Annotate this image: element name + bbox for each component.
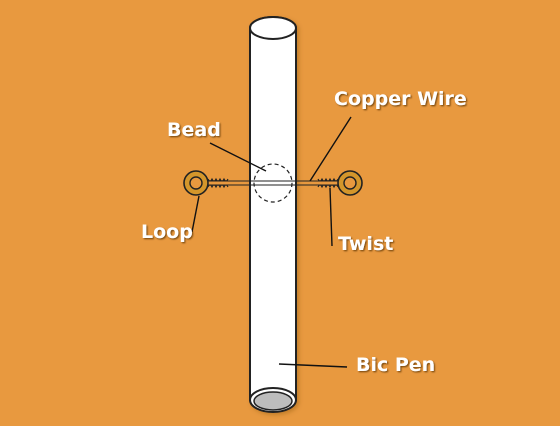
loop-leader <box>191 195 200 233</box>
bic-pen-label: Bic Pen <box>356 354 435 376</box>
bic-pen-leader <box>278 363 348 368</box>
left-twist-coil <box>207 177 229 189</box>
right-twist-coil <box>317 177 339 189</box>
copper-wire-leader <box>309 116 352 182</box>
copper-wire-label: Copper Wire <box>334 88 467 110</box>
pen-top-rim <box>249 16 297 40</box>
leader-lines <box>191 116 352 368</box>
bead-label: Bead <box>167 119 221 141</box>
twist-label: Twist <box>338 233 393 255</box>
loop-label: Loop <box>141 221 193 243</box>
left-loop <box>183 170 209 196</box>
bead-outline <box>253 163 293 203</box>
copper-wire <box>207 180 338 186</box>
bead-leader <box>209 142 267 172</box>
bic-pen <box>249 16 297 413</box>
pen-bottom-opening <box>253 391 293 411</box>
right-loop <box>337 170 363 196</box>
twist-leader <box>329 187 333 247</box>
pen-body <box>249 16 297 401</box>
